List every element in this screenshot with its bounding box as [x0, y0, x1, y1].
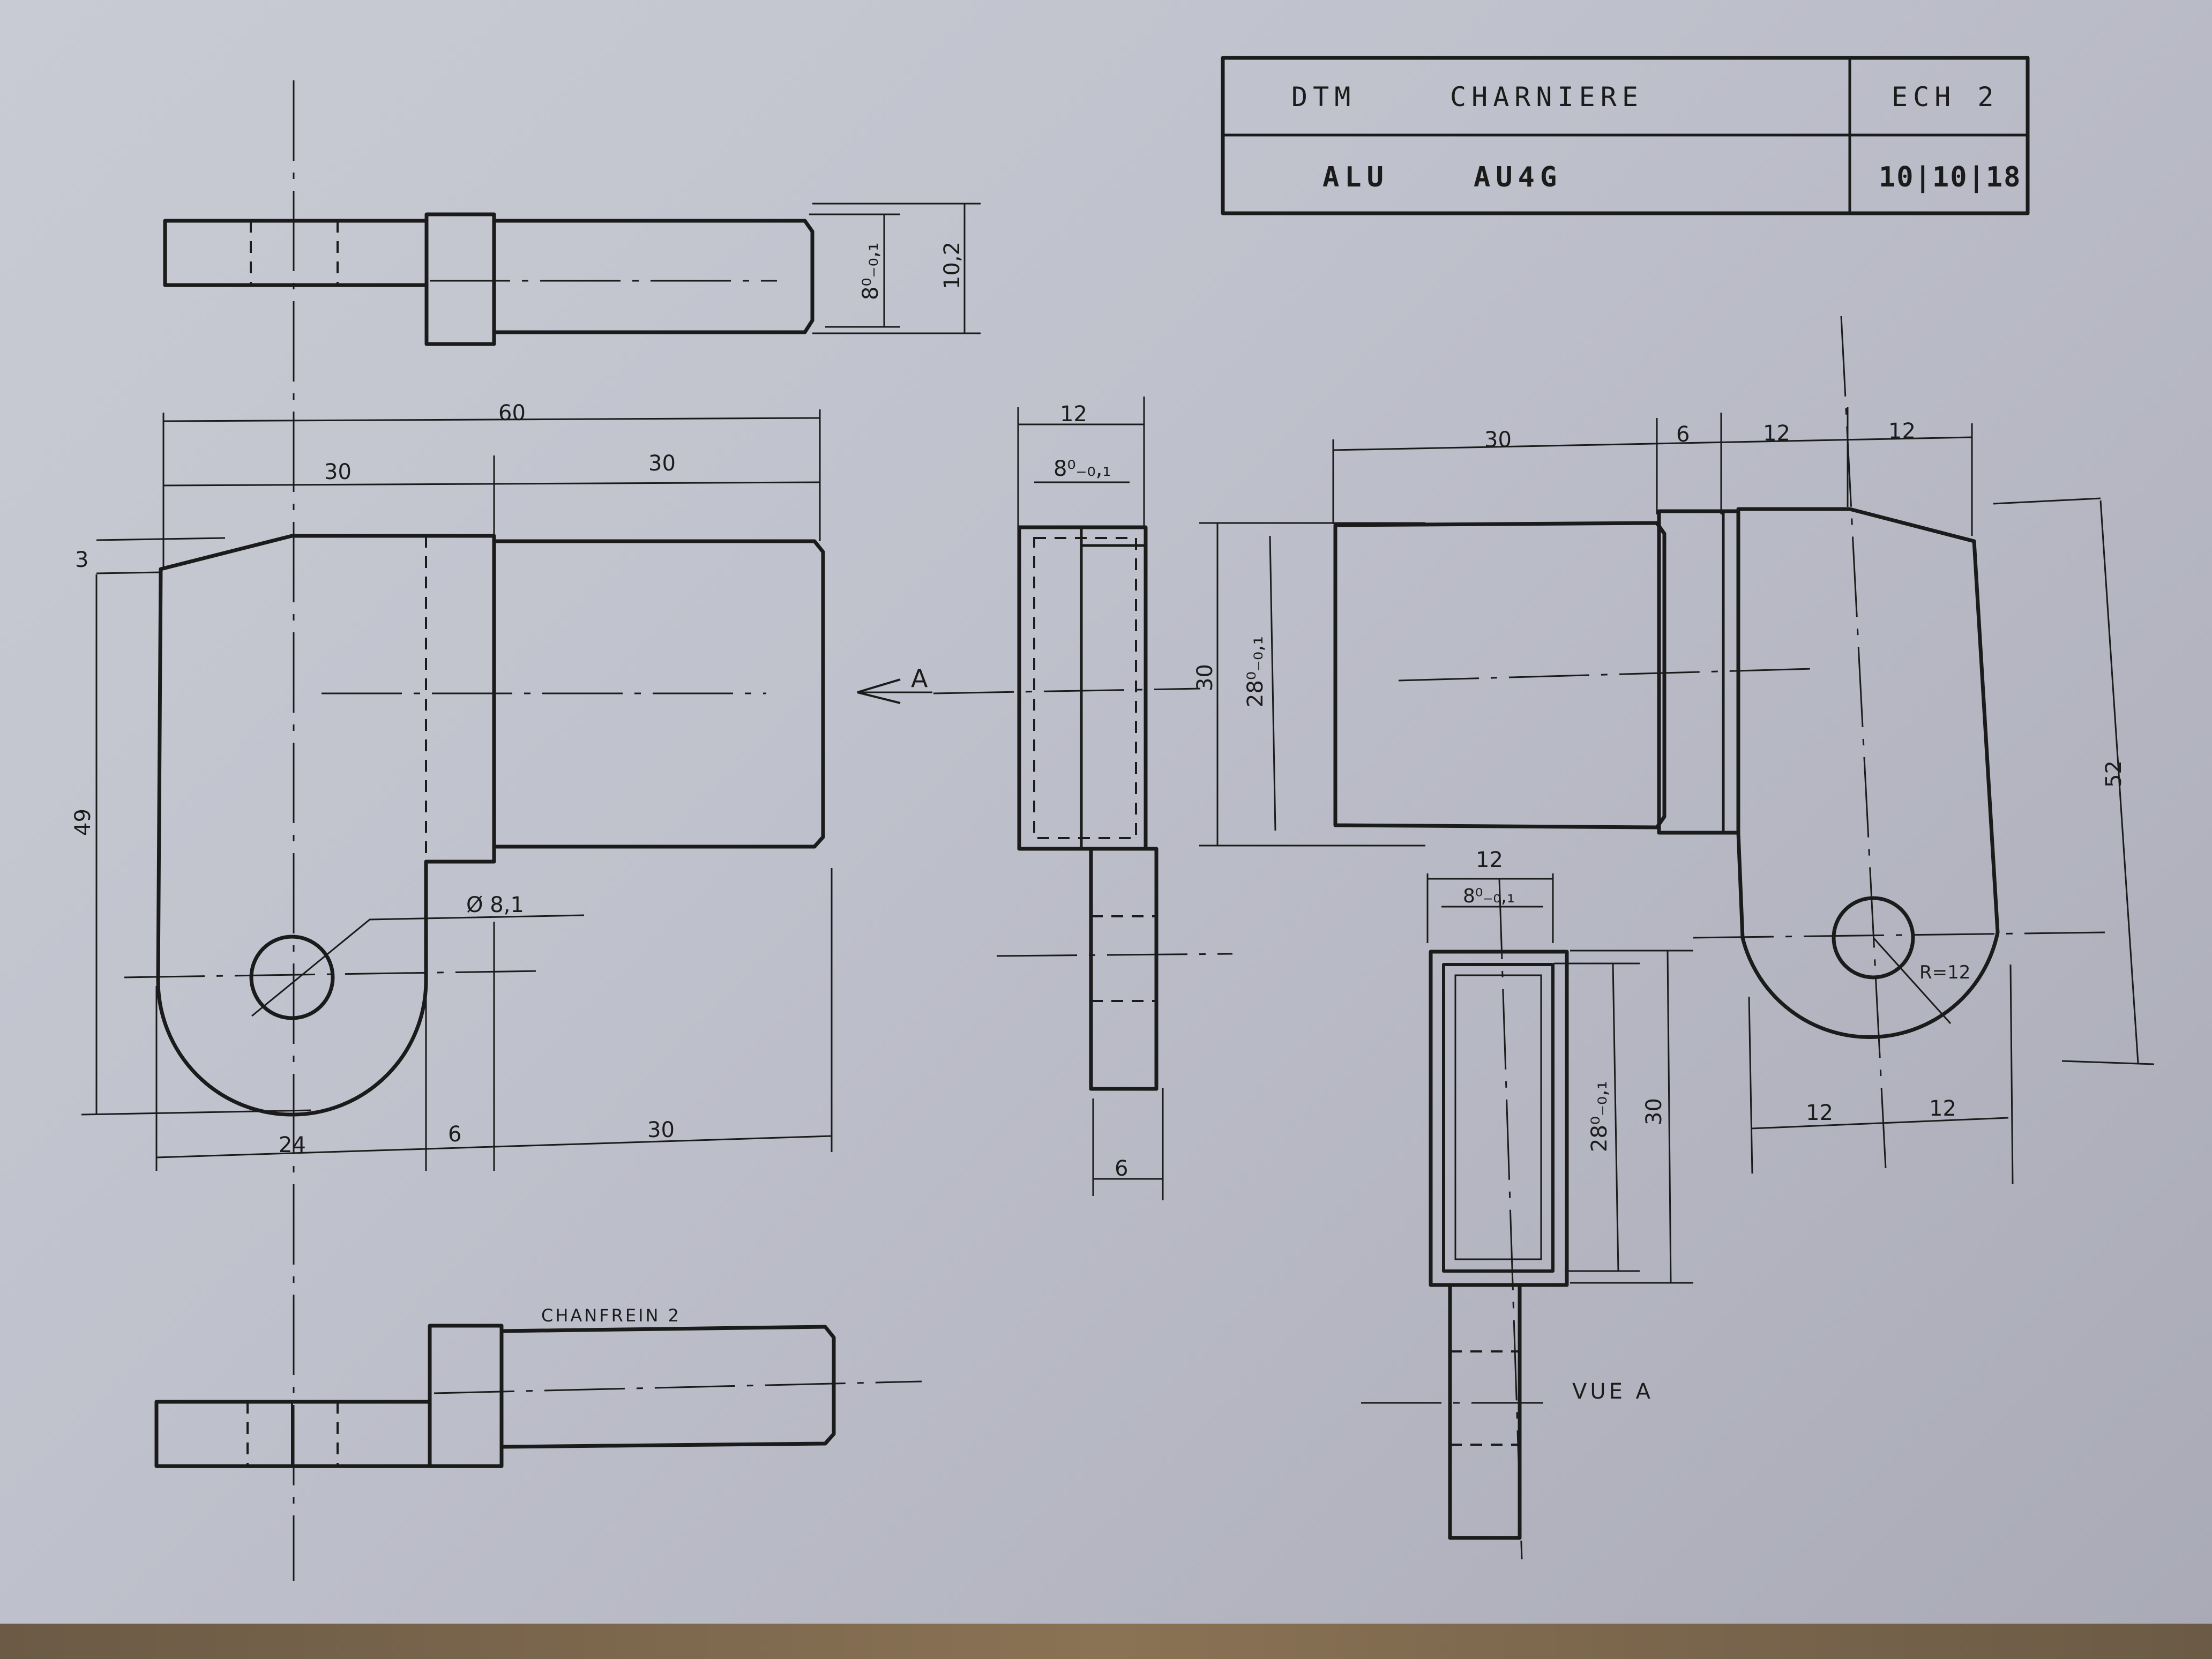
view-a: VUE A 12 8⁰₋₀,₁ 28⁰₋₀,₁ 30 — [1361, 848, 1693, 1560]
view-a-width-dim: 12 — [1476, 848, 1503, 872]
side-width-dim: 12 — [1060, 402, 1087, 427]
alloy-label: AU4G — [1474, 161, 1562, 193]
total-height-dim: 49 — [71, 809, 95, 836]
radius-dim: R=12 — [1919, 962, 1970, 983]
right-bottom-12a-dim: 12 — [1806, 1101, 1833, 1125]
side-tab-dim: 6 — [1115, 1156, 1128, 1181]
top-view-pin — [492, 219, 814, 334]
front-view-pin — [492, 539, 825, 849]
bottom-view-collar — [428, 1324, 504, 1468]
right-len-12a-dim: 12 — [1763, 421, 1790, 446]
view-a-label: VUE A — [1572, 1379, 1654, 1404]
overall-length-dim: 60 — [498, 401, 526, 425]
table-surface — [0, 1624, 2212, 1659]
designer-label: DTM — [1291, 81, 1356, 113]
top-pin-dia-dim: 8⁰₋₀,₁ — [858, 243, 883, 300]
arrow-a-label: A — [911, 664, 928, 693]
right-view-collar — [1657, 509, 1740, 835]
bottom-view: CHANFREIN 2 — [154, 1305, 922, 1468]
side-height-dim: 30 — [1193, 664, 1217, 691]
side-view-tab — [1089, 847, 1159, 1091]
title-block: DTM CHARNIERE ECH 2 ALU AU4G 10|10|18 — [1221, 56, 2030, 215]
right-bottom-12b-dim: 12 — [1929, 1096, 1956, 1121]
view-a-tab — [1448, 1283, 1522, 1540]
right-view-hole — [1832, 896, 1915, 980]
material-label: ALU — [1322, 161, 1389, 193]
chamfer-note: CHANFREIN 2 — [541, 1305, 681, 1326]
right-len-12b-dim: 12 — [1888, 419, 1916, 444]
chamfer-height-dim: 3 — [75, 548, 88, 572]
side-inner-height-dim: 28⁰₋₀,₁ — [1243, 636, 1268, 707]
top-view-collar — [424, 212, 496, 346]
side-view: 12 8⁰₋₀,₁ 30 28⁰₋₀,₁ 6 — [996, 397, 1425, 1200]
right-len-30-dim: 30 — [1484, 428, 1512, 452]
date-label: 10|10|18 — [1879, 161, 2021, 193]
side-inner-dim: 8⁰₋₀,₁ — [1053, 457, 1111, 481]
right-view-body — [1736, 507, 2000, 1039]
left-length-dim: 30 — [324, 460, 352, 484]
bottom-middle-dim: 6 — [448, 1122, 461, 1147]
top-view: 8⁰₋₀,₁ 10,2 — [163, 203, 981, 346]
top-body-dia-dim: 10,2 — [940, 242, 965, 289]
bottom-view-pin — [499, 1325, 836, 1449]
right-length-dim: 30 — [648, 451, 676, 476]
part-name: CHARNIERE — [1450, 81, 1643, 113]
right-view-pin — [1333, 521, 1667, 829]
view-a-arrow: A — [857, 664, 1201, 704]
front-view-body — [156, 534, 496, 1117]
pivot-hole — [249, 935, 335, 1020]
right-len-6-dim: 6 — [1676, 422, 1690, 447]
scale-label: ECH 2 — [1892, 81, 1999, 113]
front-view: Ø 8,1 60 30 30 3 49 24 6 30 — [71, 401, 833, 1171]
view-a-outer — [1429, 950, 1569, 1287]
right-height-dim: 52 — [2102, 760, 2126, 788]
view-a-inner-height-dim: 28⁰₋₀,₁ — [1587, 1081, 1612, 1152]
view-a-inner — [1442, 963, 1555, 1273]
bottom-left-dim: 24 — [279, 1133, 306, 1157]
top-view-tab — [163, 219, 429, 287]
right-view: R=12 30 6 12 12 52 12 12 — [1332, 316, 2155, 1185]
view-a-height-dim: 30 — [1642, 1098, 1667, 1125]
view-a-inner-dim: 8⁰₋₀,₁ — [1463, 885, 1515, 907]
bottom-right-dim: 30 — [647, 1118, 675, 1142]
hole-diameter-dim: Ø 8,1 — [466, 893, 524, 917]
